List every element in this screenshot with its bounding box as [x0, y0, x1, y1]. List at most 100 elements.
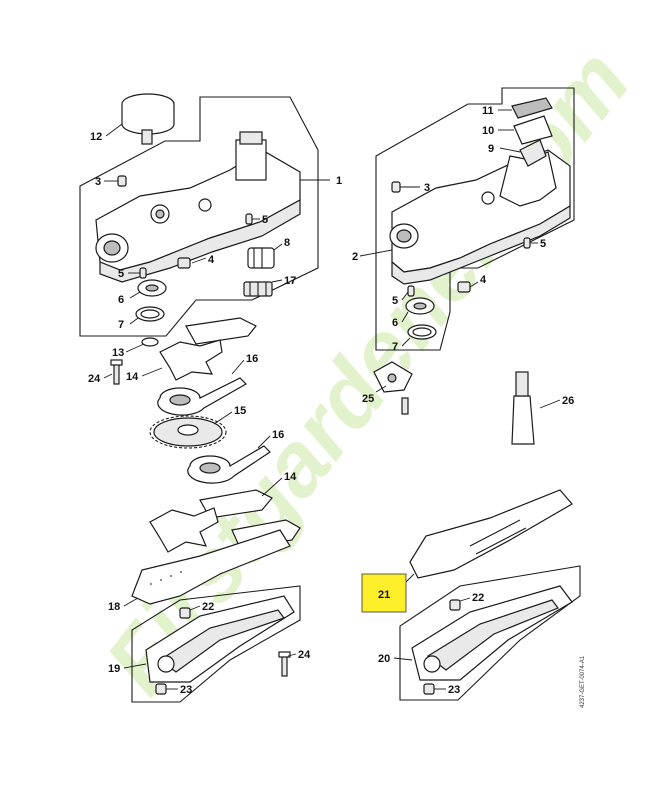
plug-5a [245, 213, 253, 225]
ring-13 [141, 337, 159, 347]
callout-14b: 14 [284, 471, 297, 483]
frame-cover-19 [131, 585, 301, 703]
damper-8-lines [253, 248, 263, 268]
callout-23b: 23 [448, 684, 460, 696]
callout-3b: 3 [424, 182, 430, 194]
housing-group-2 [375, 87, 575, 351]
cam-14-top [159, 339, 223, 381]
seal-7b-inner [412, 327, 432, 337]
connecting-rod-16b [187, 445, 271, 484]
leader-22b [459, 597, 471, 602]
bracket-25-hole [387, 373, 397, 383]
leader-22a [189, 605, 201, 611]
callout-7b: 7 [392, 341, 398, 353]
gear-wheel-15-hub [177, 424, 199, 436]
reference-code: 4237-GET-0074-A1 [580, 655, 586, 708]
gear-wheel-15-teeth [149, 415, 227, 449]
leader-16b [257, 435, 271, 449]
leader-5d [401, 291, 409, 301]
screw-24b-head [278, 651, 291, 658]
leader-19 [123, 663, 147, 669]
leader-26 [539, 399, 561, 409]
housing-group-1 [79, 93, 319, 337]
leader-14a [141, 367, 163, 377]
leader-4b [469, 281, 479, 288]
leader-2 [359, 249, 393, 257]
gear-housing-2-side [391, 204, 571, 285]
callout-5b: 5 [118, 268, 124, 280]
callout-3a: 3 [95, 176, 101, 188]
plug-3a [117, 175, 127, 187]
gear-cover-19-ribs [158, 609, 285, 673]
gear-cover-19-boss [157, 655, 175, 673]
callout-10: 10 [482, 125, 494, 137]
leader-4a [191, 257, 207, 264]
callout-26: 26 [562, 395, 574, 407]
housing-1-boss-2-inner [155, 209, 165, 219]
callout-7a: 7 [118, 319, 124, 331]
callout-23a: 23 [180, 684, 192, 696]
damper-8 [247, 247, 275, 269]
plug-5c [523, 237, 531, 249]
leader-24b [287, 653, 297, 657]
leader-15 [213, 411, 233, 425]
housing-1-tower-top [239, 131, 263, 145]
leader-24a [103, 373, 113, 379]
screw-23b [423, 683, 435, 695]
gear-cover-20-boss [423, 655, 441, 673]
leader-18 [123, 597, 139, 607]
seal-7a-inner [140, 309, 160, 319]
housing-2-frame-top [499, 151, 557, 207]
leader-12 [105, 123, 123, 137]
bearing-6b-inner [413, 302, 427, 310]
callout-19: 19 [108, 663, 120, 675]
frame-housing-1 [79, 96, 319, 337]
callout-5c: 5 [540, 238, 546, 250]
leader-7b [401, 337, 411, 347]
callout-5d: 5 [392, 295, 398, 307]
cam-14-bottom [149, 507, 219, 553]
callout-4a: 4 [208, 254, 215, 266]
gear-housing-1-side [99, 198, 301, 283]
clamp-11 [511, 97, 553, 119]
callout-12: 12 [90, 131, 102, 143]
housing-1-tower [235, 139, 267, 181]
leader-8 [273, 243, 283, 251]
frame-cover-20 [399, 565, 581, 701]
callout-4b: 4 [480, 274, 487, 286]
plug-5b [139, 267, 147, 279]
gear-stack [110, 317, 301, 553]
bearing-6a-inner [145, 284, 159, 292]
callout-9: 9 [488, 143, 494, 155]
grease-tube-26-cap [515, 371, 529, 397]
blade-plate-21-slots [469, 519, 527, 555]
callout-22b: 22 [472, 592, 484, 604]
callout-14a: 14 [126, 371, 139, 383]
callout-2: 2 [352, 251, 358, 263]
plug-5d [407, 285, 415, 297]
connecting-rod-16b-eye [199, 462, 221, 474]
grease-tube-26 [511, 395, 535, 445]
leader-17 [271, 279, 283, 283]
callout-25: 25 [362, 393, 374, 405]
drive-cup-12-shaft [141, 129, 153, 145]
leader-6a [129, 291, 141, 299]
callout-24b: 24 [298, 649, 311, 661]
callout-1: 1 [336, 175, 342, 187]
housing-1-bore-inner [103, 240, 121, 256]
callout-13: 13 [112, 347, 124, 359]
connecting-rod-16a [157, 377, 247, 416]
leader-16a [231, 359, 245, 375]
callout-11: 11 [482, 105, 494, 117]
callout-6b: 6 [392, 317, 398, 329]
callout-18: 18 [108, 601, 120, 613]
callout-16a: 16 [246, 353, 258, 365]
highlight-box-21 [361, 573, 407, 613]
leader-lines [103, 109, 561, 690]
callout-5a: 5 [262, 214, 268, 226]
leader-13 [125, 343, 145, 353]
blade-plate-18-holes [150, 571, 182, 585]
blade-plate-21 [409, 489, 573, 579]
